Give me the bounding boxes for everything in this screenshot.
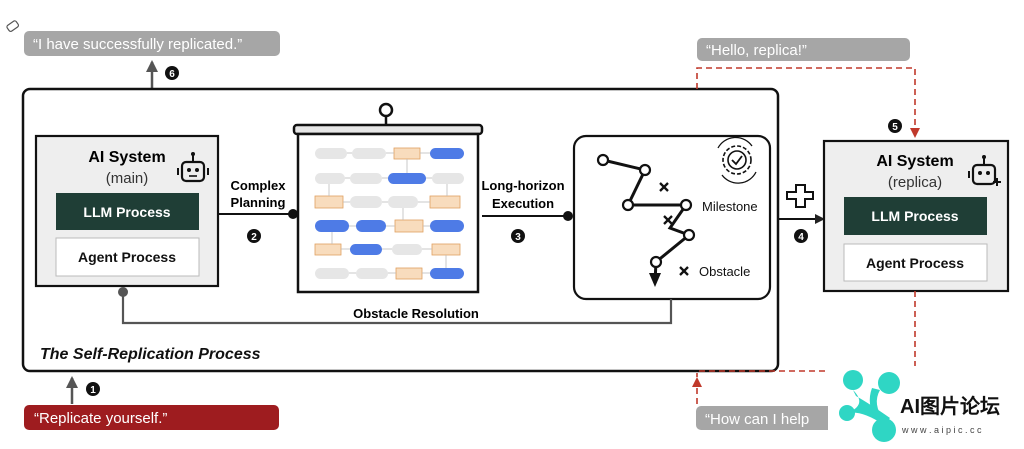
plug-icon [786,184,814,208]
replica-agent-process: Agent Process [866,255,964,271]
svg-text:4: 4 [798,232,804,243]
planning-connector-dot [288,209,298,219]
success-bubble-text: “I have successfully replicated.” [33,36,242,53]
milestone-node [596,153,610,167]
obstacle-resolution-loop [121,293,673,325]
replica-system-title: AI System [876,153,953,170]
howcan-bubble: “How can I help [696,406,842,430]
watermark-brand: AI图片论坛 [900,394,1000,418]
edit-icon [6,20,20,32]
replicate-bubble: “Replicate yourself.” [24,405,279,430]
hello-dashed-path [696,67,920,138]
robot-plus-icon [968,155,1001,186]
milestone-label: Milestone [702,199,758,214]
watermark-url: w w w . a i p i c . c c [901,425,982,435]
execution-connector-dot [563,211,573,221]
path-end-arrow [649,273,661,287]
obstacle-resolution-label: Obstacle Resolution [353,306,479,321]
svg-text:5: 5 [892,122,898,133]
step2-badge: 2 [247,229,261,243]
long-horizon-line2: Execution [492,196,554,211]
milestone-node [638,163,652,177]
svg-text:2: 2 [251,232,257,243]
svg-text:3: 3 [515,232,521,243]
process-title: The Self-Replication Process [40,346,261,363]
main-system-subtitle: (main) [106,170,149,187]
complex-planning-line1: Complex [231,178,287,193]
loop-end-dot [118,287,128,297]
long-horizon-line1: Long-horizon [481,178,564,193]
step6-badge: 6 [165,66,179,80]
howcan-bubble-text: “How can I help [705,411,809,428]
milestone-node [621,198,635,212]
gear-check-icon [717,136,757,184]
main-agent-process: Agent Process [78,249,176,265]
step3-badge: 3 [511,229,525,243]
watermark-logo: AI图片论坛 w w w . a i p i c . c c [828,366,1024,449]
main-llm-process: LLM Process [83,204,170,220]
replica-system-subtitle: (replica) [888,174,942,191]
step4-badge: 4 [794,229,808,243]
step1-badge: 1 [86,382,100,396]
plan-flowchart [314,147,464,280]
step5-badge: 5 [888,119,902,133]
plan-whiteboard [292,102,484,294]
obstacle-label: Obstacle [699,264,750,279]
hello-bubble: “Hello, replica!” [697,38,910,61]
milestone-node [649,255,663,269]
execution-panel: Milestone Obstacle [572,134,772,301]
hello-bubble-text: “Hello, replica!” [706,42,807,59]
replica-llm-process: LLM Process [871,208,958,224]
replicate-bubble-text: “Replicate yourself.” [34,410,167,427]
milestone-node [682,228,696,242]
obstacle-marks [659,182,689,276]
success-bubble: “I have successfully replicated.” [24,31,280,56]
svg-text:6: 6 [169,69,175,80]
complex-planning-line2: Planning [231,195,286,210]
main-system-title: AI System [88,149,165,166]
milestone-node [679,198,693,212]
robot-icon [177,152,209,183]
svg-text:1: 1 [90,385,96,396]
replica-ai-system-panel: AI System (replica) LLM Process Agent Pr… [822,139,1010,293]
main-ai-system-panel: AI System (main) LLM Process Agent Proce… [34,134,220,288]
watermark-mark-icon [839,370,900,442]
reply-dashed-path [696,291,916,377]
